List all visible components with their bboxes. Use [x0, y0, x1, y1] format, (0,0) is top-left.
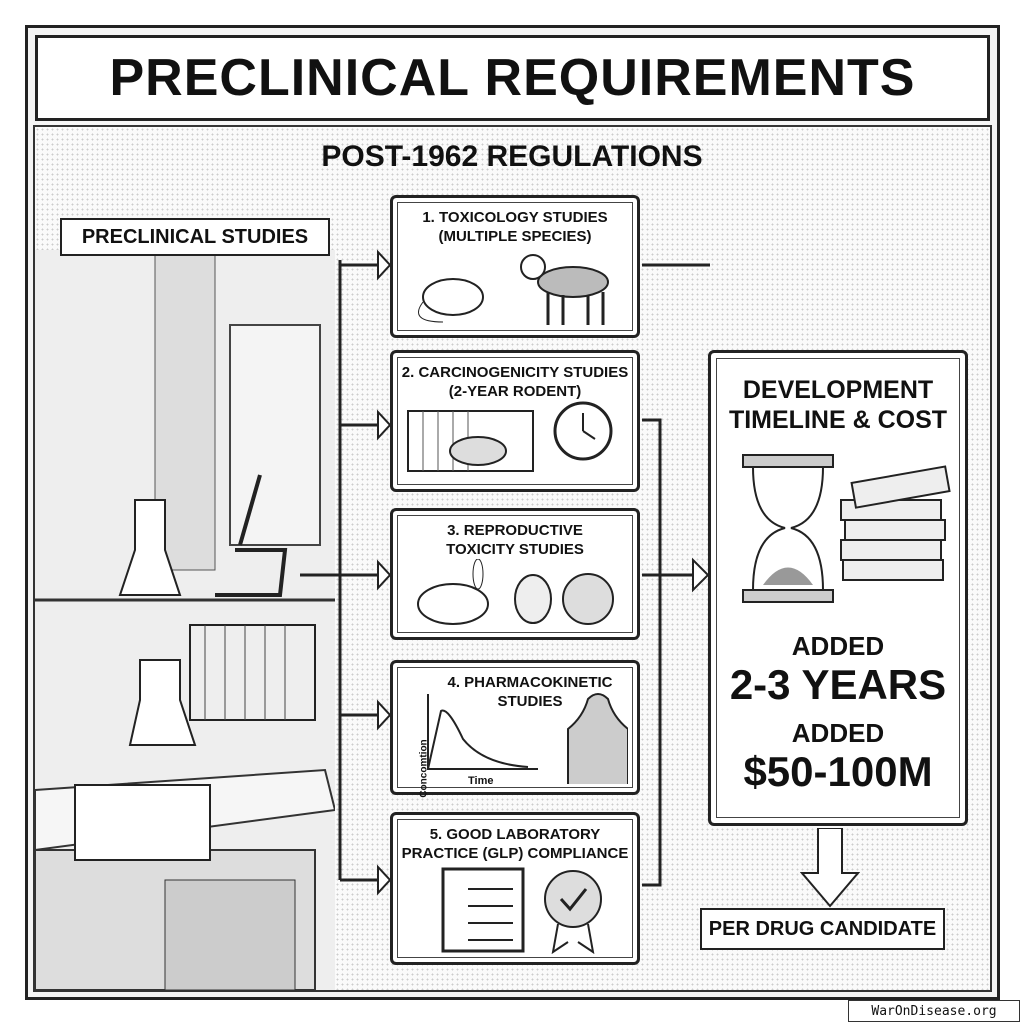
y-axis-label: Concomtion	[418, 739, 430, 798]
watermark: WarOnDisease.org	[848, 1000, 1020, 1022]
human-body-icon	[567, 693, 628, 784]
page-title: PRECLINICAL REQUIREMENTS	[35, 35, 990, 121]
per-drug-candidate-ribbon: PER DRUG CANDIDATE	[700, 908, 945, 950]
study-subtitle: PRACTICE (GLP) COMPLIANCE	[401, 845, 629, 862]
study-card-pharmacokinetic: 4. PHARMACOKINETIC STUDIES Concomtion Tim…	[390, 660, 640, 798]
study-title: 4. PHARMACOKINETIC	[447, 674, 613, 691]
study-subtitle: STUDIES	[497, 693, 563, 710]
rat-and-dog-icon	[418, 254, 609, 325]
arrow-to-panel-top	[642, 263, 710, 267]
study-card-carcinogenicity: 2. CARCINOGENICITY STUDIES (2-YEAR RODENT…	[390, 350, 640, 492]
lab-illustration	[35, 250, 335, 990]
flow-arrows	[300, 249, 710, 896]
preclinical-studies-ribbon: PRECLINICAL STUDIES	[60, 218, 330, 256]
panel-title-line2: TIMELINE & COST	[728, 406, 948, 434]
panel-title-line1: DEVELOPMENT	[742, 376, 934, 404]
study-subtitle: (MULTIPLE SPECIES)	[438, 228, 592, 245]
study-card-toxicology: 1. TOXICOLOGY STUDIES (MULTIPLE SPECIES)	[390, 195, 640, 338]
x-axis-label: Time	[468, 775, 494, 787]
study-card-reproductive: 3. REPRODUCTIVE TOXICITY STUDIES	[390, 508, 640, 640]
down-arrow	[800, 828, 860, 908]
study-card-glp: 5. GOOD LABORATORY PRACTICE (GLP) COMPLIA…	[390, 812, 640, 965]
added-cost-value: $50-100M	[743, 748, 933, 795]
study-title: 3. REPRODUCTIVE	[447, 522, 583, 539]
clipboard-and-badge-icon	[441, 867, 602, 954]
added-time-label: ADDED	[791, 631, 885, 661]
concentration-time-graph	[427, 693, 628, 784]
added-time-value: 2-3 YEARS	[729, 661, 947, 708]
subtitle: POST-1962 REGULATIONS	[321, 140, 703, 173]
study-title: 1. TOXICOLOGY STUDIES	[422, 209, 608, 226]
hourglass-and-money-icon	[742, 454, 951, 603]
ribbon-label: PER DRUG CANDIDATE	[708, 917, 937, 940]
study-title: 2. CARCINOGENICITY STUDIES	[401, 364, 629, 381]
rabbit-and-embryo-icon	[417, 559, 614, 625]
timeline-cost-panel: DEVELOPMENT TIMELINE & COST ADDED 2-3 YE…	[708, 350, 968, 826]
caged-rodent-and-clock-icon	[407, 401, 613, 472]
study-title: 5. GOOD LABORATORY	[429, 826, 601, 843]
ribbon-label: PRECLINICAL STUDIES	[81, 225, 309, 248]
study-subtitle: TOXICITY STUDIES	[446, 541, 584, 558]
study-subtitle: (2-YEAR RODENT)	[448, 383, 582, 400]
added-cost-label: ADDED	[791, 718, 885, 748]
